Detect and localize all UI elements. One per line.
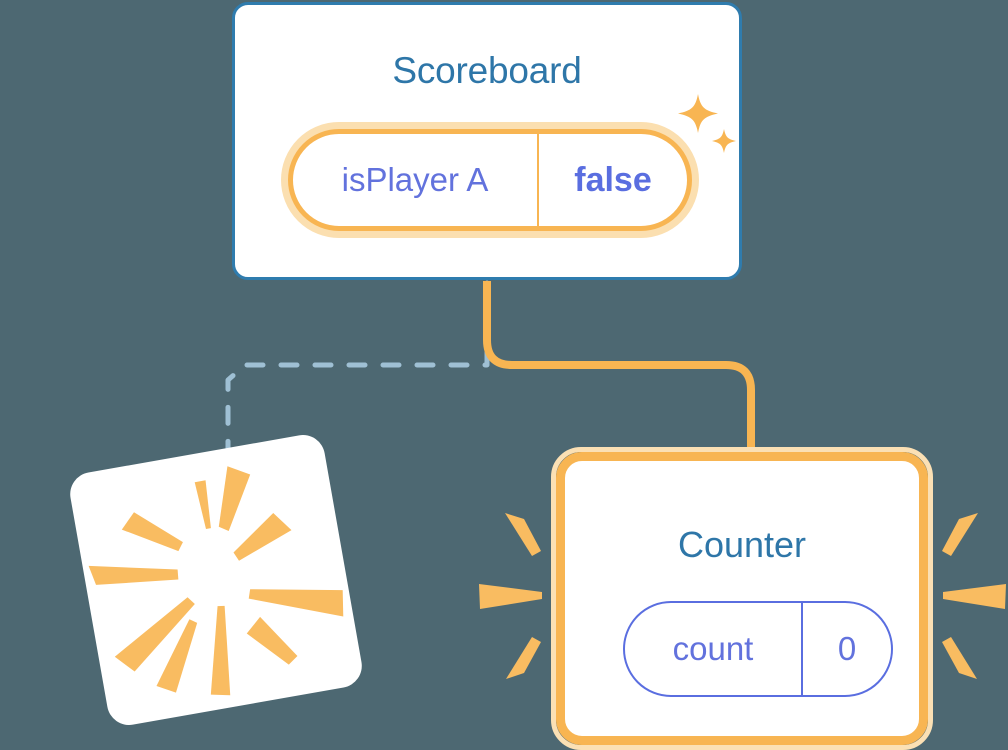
ray bbox=[943, 584, 1006, 609]
scoreboard-card[interactable]: Scoreboard isPlayer A false bbox=[232, 2, 742, 280]
burst-card[interactable] bbox=[66, 431, 366, 729]
ray bbox=[88, 565, 179, 585]
ray bbox=[114, 597, 195, 672]
counter-card-glow bbox=[551, 447, 933, 750]
counter-title: Counter bbox=[677, 524, 807, 565]
scoreboard-state-value: false bbox=[574, 160, 652, 199]
solid-connector-scoreboard-to-counter bbox=[483, 281, 755, 470]
ray bbox=[233, 513, 292, 561]
ray bbox=[505, 513, 541, 556]
ray bbox=[156, 619, 198, 693]
scoreboard-state-pill-glow bbox=[281, 122, 699, 238]
ray bbox=[210, 605, 231, 696]
ray bbox=[218, 466, 251, 532]
ray bbox=[942, 513, 978, 556]
ray bbox=[506, 637, 541, 679]
ray bbox=[246, 616, 298, 665]
scoreboard-state-pill[interactable]: isPlayer A false bbox=[281, 122, 699, 238]
ray bbox=[479, 584, 542, 609]
scoreboard-title: Scoreboard bbox=[392, 50, 582, 91]
burst-rays-icon bbox=[88, 466, 344, 696]
ray bbox=[942, 637, 977, 679]
counter-card[interactable]: Counter count 0 bbox=[551, 447, 933, 750]
counter-state-value: 0 bbox=[837, 630, 857, 667]
scoreboard-state-key: isPlayer A bbox=[293, 134, 539, 226]
ray bbox=[248, 589, 344, 617]
dashed-connector-scoreboard-to-burst-card bbox=[225, 280, 490, 508]
ray bbox=[194, 480, 211, 529]
counter-state-key: count bbox=[625, 603, 803, 695]
counter-state-pill[interactable]: count 0 bbox=[623, 601, 893, 697]
ray bbox=[121, 512, 183, 552]
